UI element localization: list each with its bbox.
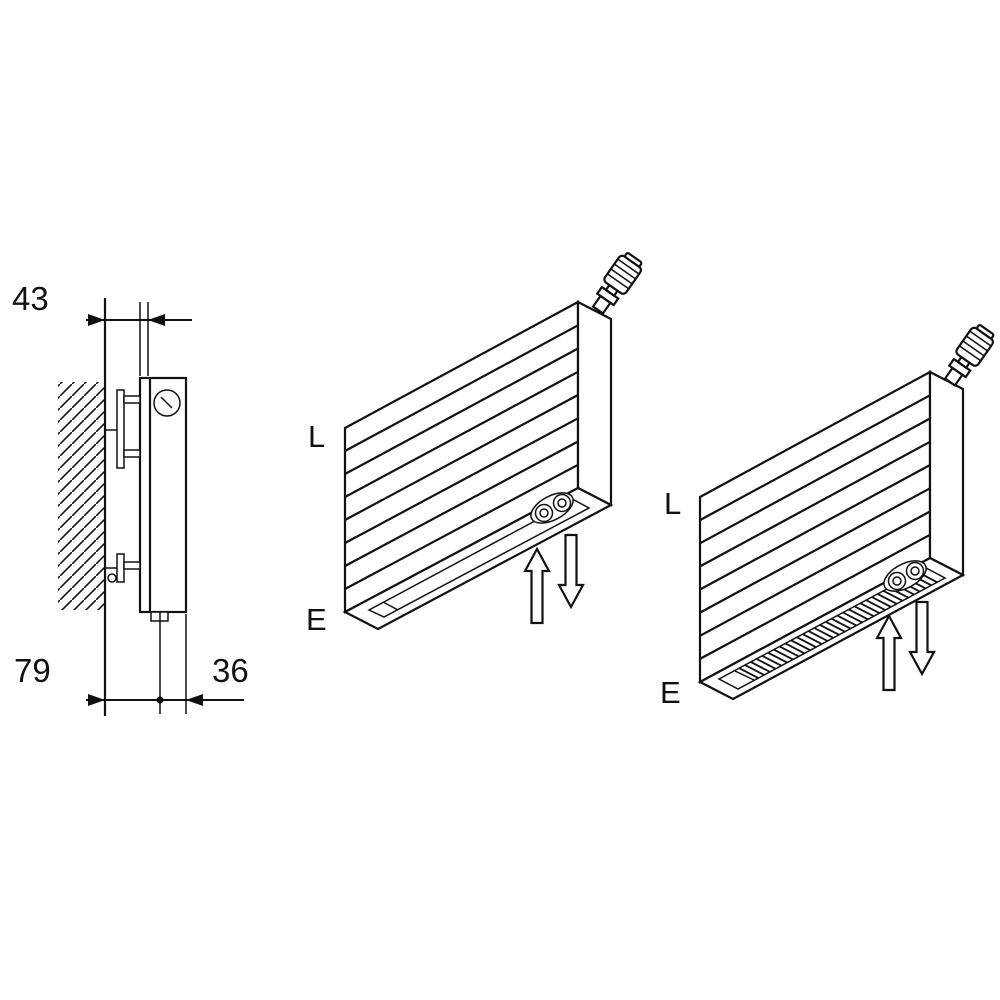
thermostatic-valve-icon <box>586 249 647 319</box>
radiator-isometric-convector: L E <box>660 321 999 710</box>
dim-label-36: 36 <box>212 652 249 689</box>
airflow-up-arrow-icon <box>875 613 903 692</box>
radiator-outlet-label: E <box>306 602 327 637</box>
thermostatic-valve-icon <box>938 321 999 391</box>
bottom-opening <box>367 499 591 618</box>
connection-ports <box>530 492 574 524</box>
radiator-isometric-plain: L E <box>306 249 647 637</box>
radiator-inlet-label: L <box>308 419 325 454</box>
dimension-bottom: 79 36 <box>14 614 249 714</box>
slat-lines <box>344 324 579 590</box>
wall-hatch <box>58 382 105 610</box>
dim-arrow-right-icon <box>88 694 105 706</box>
dim-label-43: 43 <box>12 280 49 317</box>
dim-arrow-left-icon <box>148 314 165 326</box>
airflow-down-arrow-icon <box>908 600 936 677</box>
mounting-bracket-top <box>105 389 141 469</box>
airflow-down-arrow-icon <box>557 533 585 610</box>
radiator-side-profile <box>138 376 188 622</box>
airflow-up-arrow-icon <box>523 546 551 625</box>
dim-dot-icon <box>156 696 164 704</box>
radiator-outlet-label: E <box>660 675 681 710</box>
radiator-inlet-label: L <box>664 486 681 521</box>
connection-ports <box>883 560 927 592</box>
mounting-clip-bottom <box>105 553 141 583</box>
dim-arrow-left-icon <box>186 694 203 706</box>
dim-label-79: 79 <box>14 652 51 689</box>
side-view: 43 79 36 <box>12 280 249 716</box>
dim-arrow-right-icon <box>88 314 105 326</box>
side-face <box>928 370 965 577</box>
side-face <box>576 300 613 507</box>
dimension-top: 43 <box>12 280 192 376</box>
slat-lines <box>699 394 931 660</box>
